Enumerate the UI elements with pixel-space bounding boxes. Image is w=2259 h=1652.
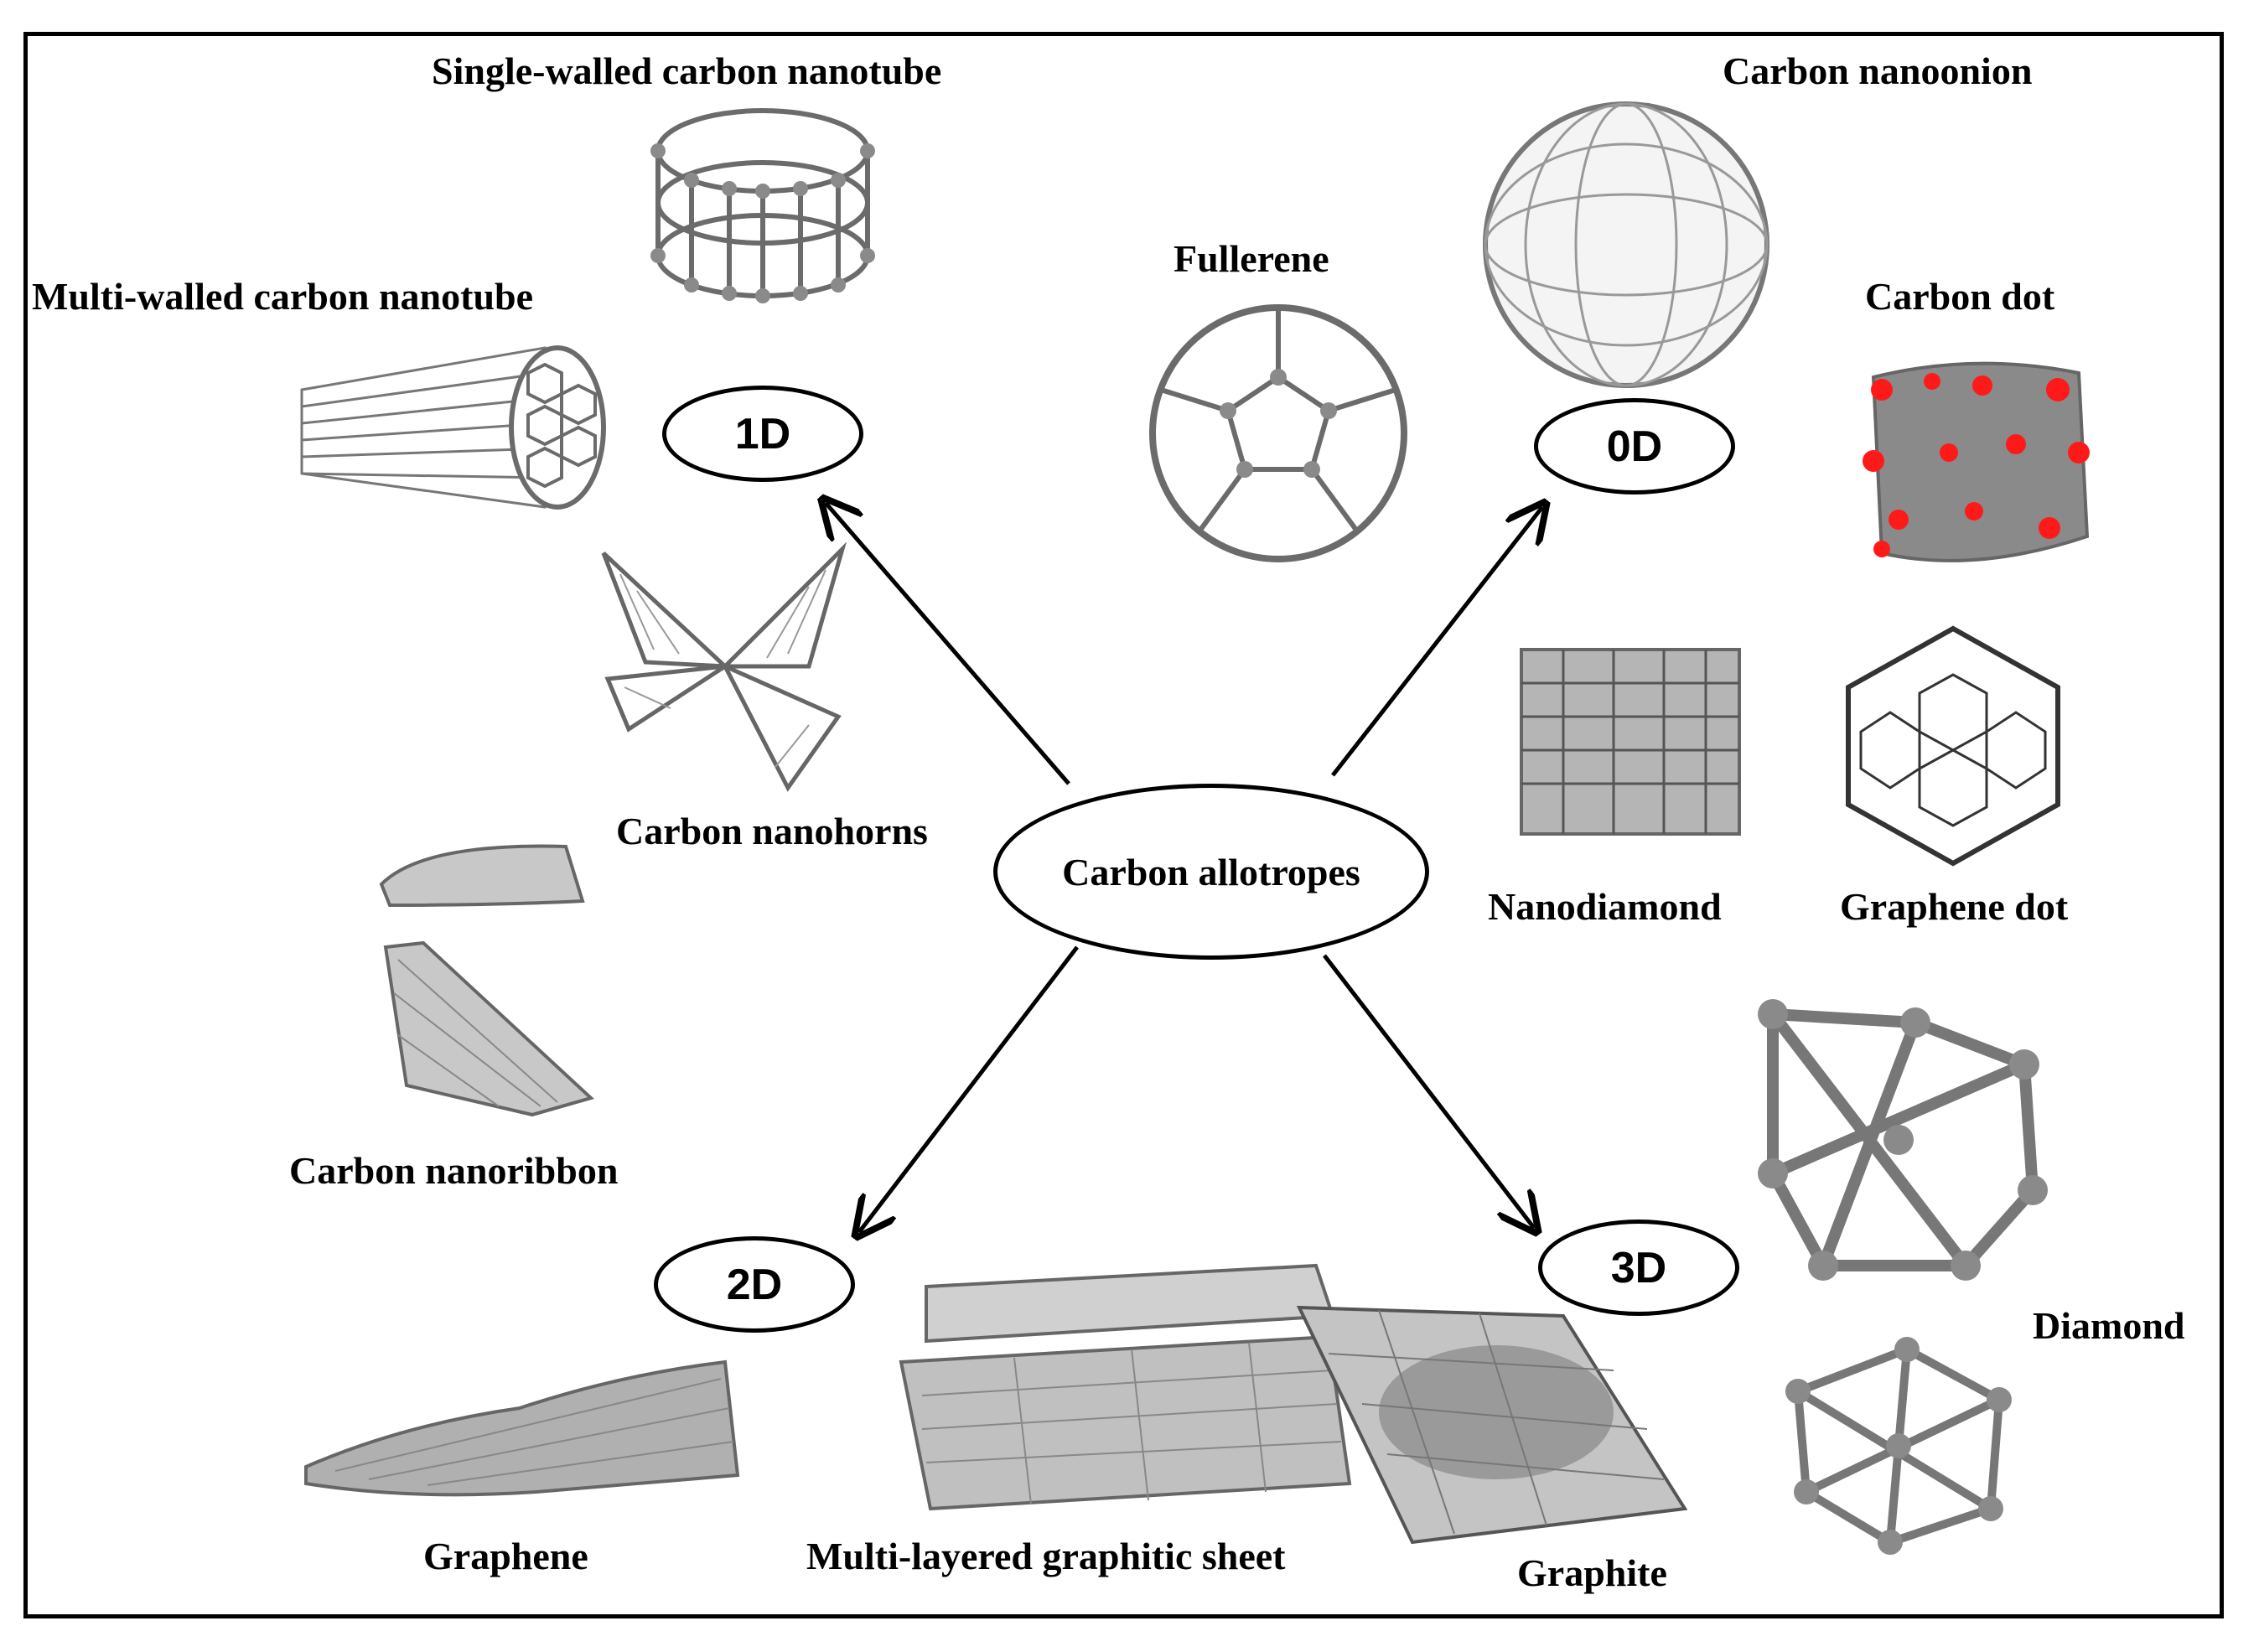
- dim-3d-label: 3D: [1610, 1243, 1667, 1292]
- arrow-0d: [1331, 507, 1542, 777]
- label-graphene-dot: Graphene dot: [1840, 885, 2069, 928]
- label-graphite: Graphite: [1517, 1551, 1667, 1594]
- fullerene-image: [1149, 304, 1407, 562]
- arrow-1d: [826, 503, 1070, 785]
- label-fullerene: Fullerene: [1174, 237, 1329, 280]
- graphene-image: [304, 1359, 740, 1497]
- label-diamond: Diamond: [2033, 1304, 2185, 1347]
- arrow-3d: [1323, 954, 1534, 1228]
- graphite-image: [1296, 1305, 1688, 1545]
- multilayer-image: [899, 1263, 1352, 1511]
- label-nanoonion: Carbon nanoonion: [1723, 49, 2033, 92]
- carbon-dot-image: [1863, 361, 2090, 562]
- nanoonion-image: [1483, 101, 1769, 388]
- mwcnt-image: [300, 345, 606, 510]
- diamond-image: [1758, 999, 2048, 1555]
- label-mwcnt: Multi-walled carbon nanotube: [32, 275, 534, 318]
- label-graphene: Graphene: [423, 1535, 588, 1577]
- label-swcnt: Single-walled carbon nanotube: [432, 49, 942, 92]
- label-nanohorns: Carbon nanohorns: [616, 810, 928, 852]
- label-nanoribbon: Carbon nanoribbon: [289, 1149, 619, 1192]
- label-carbon-dot: Carbon dot: [1865, 275, 2055, 318]
- dim-3d-node: 3D: [1538, 1220, 1739, 1316]
- label-multilayer: Multi-layered graphitic sheet: [806, 1535, 1286, 1577]
- nanoribbon-image: [379, 844, 594, 1117]
- nanohorns-image: [601, 541, 847, 792]
- label-nanodiamond: Nanodiamond: [1488, 885, 1722, 928]
- graphene-dot-image: [1846, 625, 2060, 867]
- dim-0d-node: 0D: [1534, 398, 1735, 495]
- center-label: Carbon allotropes: [1062, 850, 1360, 893]
- dim-1d-label: 1D: [734, 409, 791, 458]
- dim-1d-node: 1D: [662, 386, 863, 482]
- dim-0d-label: 0D: [1606, 422, 1663, 471]
- dim-2d-node: 2D: [654, 1236, 855, 1333]
- dim-2d-label: 2D: [726, 1260, 783, 1309]
- swcnt-image: [650, 108, 875, 303]
- arrow-2d: [859, 945, 1079, 1232]
- nanodiamond-image: [1520, 648, 1741, 836]
- center-node: Carbon allotropes: [993, 784, 1429, 960]
